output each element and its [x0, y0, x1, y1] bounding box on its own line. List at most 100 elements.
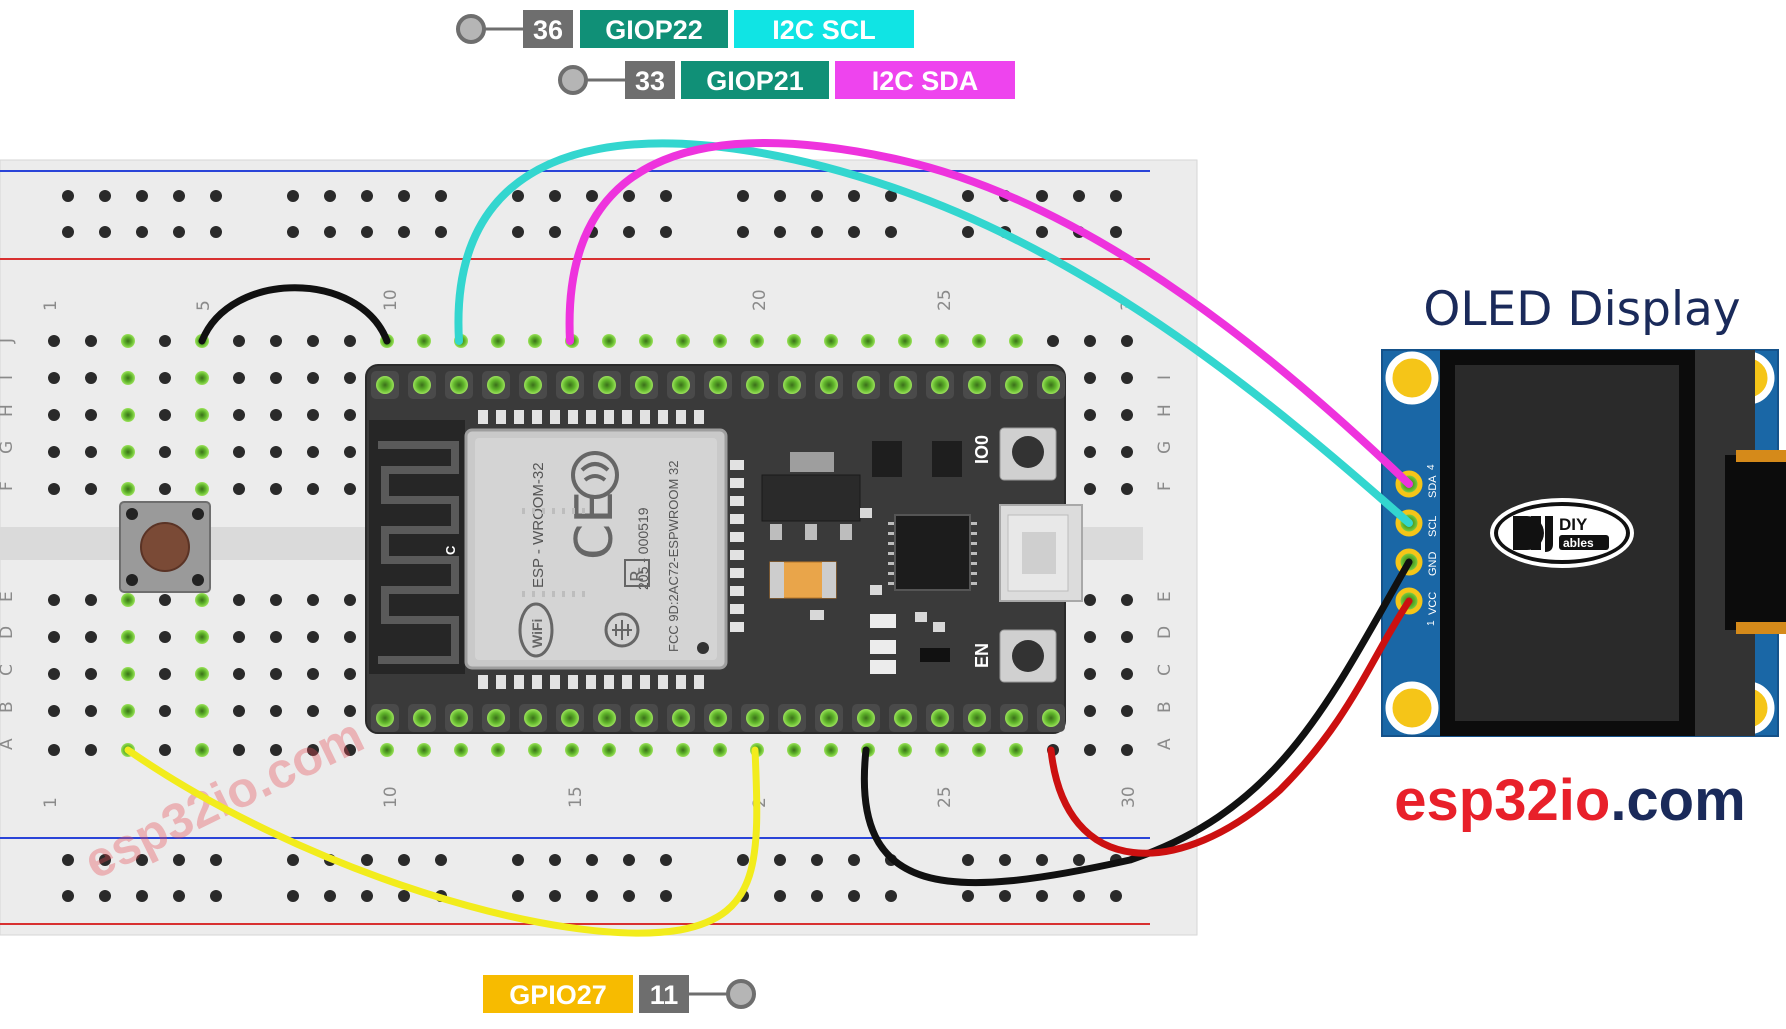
breadboard-hole — [121, 408, 135, 422]
boot-button-label: IO0 — [972, 435, 992, 464]
mounting-hole — [1385, 681, 1439, 735]
chip-leg — [532, 508, 535, 514]
row-letter: B — [0, 701, 17, 713]
gpio-box — [483, 975, 633, 1013]
breadboard-hole — [811, 190, 823, 202]
breadboard-hole — [972, 334, 986, 348]
breadboard-hole — [307, 705, 319, 717]
header-pin — [1042, 709, 1060, 727]
breadboard-hole — [565, 743, 579, 757]
chip-leg — [971, 532, 977, 535]
boot-button[interactable] — [999, 427, 1057, 481]
breadboard-hole — [549, 890, 561, 902]
breadboard-hole — [344, 631, 356, 643]
transistor — [932, 441, 962, 477]
breadboard-hole — [935, 334, 949, 348]
breadboard-hole — [848, 890, 860, 902]
chip-leg — [542, 508, 545, 514]
breadboard-hole — [1084, 372, 1096, 384]
voltage-regulator — [761, 474, 861, 522]
micro-usb-port[interactable] — [999, 504, 1083, 602]
breadboard-hole — [136, 854, 148, 866]
row-letter: C — [1155, 664, 1175, 676]
module-pad — [730, 478, 744, 488]
chip-leg — [888, 562, 894, 565]
mounting-hole — [1385, 351, 1439, 405]
breadboard-hole — [898, 334, 912, 348]
module-pad — [550, 675, 560, 689]
breadboard-hole — [270, 446, 282, 458]
breadboard-hole — [121, 445, 135, 459]
breadboard-hole — [660, 190, 672, 202]
regulator-leg — [840, 524, 852, 540]
breadboard-hole — [344, 668, 356, 680]
breadboard-hole — [1036, 854, 1048, 866]
breadboard-hole — [195, 667, 209, 681]
breadboard-hole — [344, 446, 356, 458]
pin-marker-icon — [456, 14, 486, 44]
header-pin — [968, 709, 986, 727]
header-pin — [820, 376, 838, 394]
breadboard-hole — [811, 890, 823, 902]
brand-logo: esp32io.com — [1394, 768, 1745, 833]
chip-leg — [572, 508, 575, 514]
breadboard-hole — [774, 854, 786, 866]
breadboard-hole — [1084, 483, 1096, 495]
breadboard-hole — [885, 890, 897, 902]
breadboard-hole — [159, 335, 171, 347]
breadboard-hole — [159, 705, 171, 717]
breadboard-hole — [159, 372, 171, 384]
breadboard-hole — [344, 409, 356, 421]
breadboard-hole — [62, 226, 74, 238]
module-serial: 205 - 000519 — [635, 507, 651, 590]
breadboard-hole — [233, 483, 245, 495]
breadboard-hole — [99, 854, 111, 866]
breadboard-hole — [121, 482, 135, 496]
breadboard-hole — [233, 594, 245, 606]
column-number: 20 — [750, 289, 770, 311]
header-pin — [413, 709, 431, 727]
usb-uart-chip — [894, 514, 971, 591]
module-pad — [550, 410, 560, 424]
breadboard-hole — [380, 743, 394, 757]
breadboard-hole — [173, 226, 185, 238]
breadboard-hole — [48, 744, 60, 756]
esp32-board: C ESP - WROOM-32 205 - 000519 FCC 9D:2AC… — [365, 364, 1083, 734]
breadboard-hole — [270, 335, 282, 347]
diode — [920, 648, 950, 662]
push-button[interactable] — [119, 501, 211, 593]
breadboard-hole — [1073, 890, 1085, 902]
chip-leg — [971, 582, 977, 585]
header-pin — [894, 376, 912, 394]
breadboard-hole — [85, 594, 97, 606]
breadboard-hole — [195, 371, 209, 385]
oled-pin-label: SCL — [1427, 516, 1439, 537]
reset-button-label: EN — [972, 643, 992, 668]
breadboard-hole — [398, 226, 410, 238]
breadboard-hole — [324, 190, 336, 202]
breadboard-hole — [972, 743, 986, 757]
breadboard-hole — [1121, 668, 1133, 680]
header-pin — [857, 709, 875, 727]
module-pad — [676, 675, 686, 689]
reset-button[interactable] — [999, 629, 1057, 683]
breadboard-hole — [435, 226, 447, 238]
chip-leg — [542, 591, 545, 597]
header-pin — [931, 376, 949, 394]
module-pad — [514, 675, 524, 689]
svg-text:WiFi: WiFi — [529, 619, 545, 648]
breadboard-hole — [1036, 226, 1048, 238]
module-pad — [676, 410, 686, 424]
antenna-trace — [378, 441, 459, 664]
module-fcc: FCC 9D:2AC72-ESPWROOM 32 — [666, 461, 681, 652]
oled-pin-number: 4 — [1426, 464, 1437, 470]
breadboard-hole — [586, 890, 598, 902]
header-pin — [413, 376, 431, 394]
function-name: I2C SCL — [772, 15, 876, 45]
breadboard-hole — [549, 190, 561, 202]
breadboard-hole — [270, 409, 282, 421]
breadboard-hole — [861, 334, 875, 348]
breadboard-hole — [1121, 409, 1133, 421]
breadboard-hole — [85, 668, 97, 680]
chip-leg — [888, 542, 894, 545]
